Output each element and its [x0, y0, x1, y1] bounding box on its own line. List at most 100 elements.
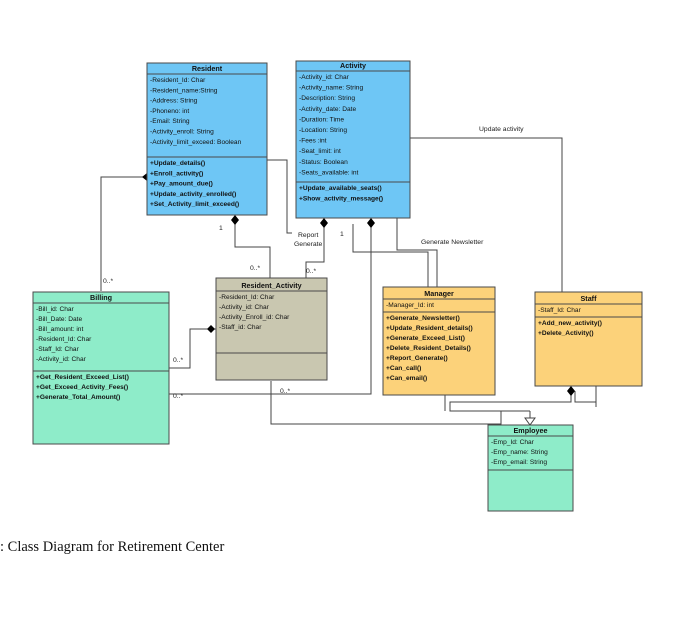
class-name: Resident [192, 64, 223, 73]
generalization-arrow [524, 417, 536, 426]
class-attribute: -Email: String [150, 118, 190, 125]
class-name: Manager [424, 289, 454, 298]
connector-labels: Update activity Report Generate Generate… [103, 126, 524, 400]
line-billing-resact [169, 328, 216, 369]
class-attribute: -Address: String [150, 98, 198, 105]
mult-ra-bottom: 0..* [280, 388, 291, 395]
class-attribute: -Seat_limit: int [299, 148, 341, 155]
class-box-frame [146, 62, 268, 216]
class-box-frame [534, 291, 643, 387]
class-attribute: -Emp_email: String [491, 459, 547, 466]
mult-res-act-many: 0..* [250, 265, 261, 272]
aggregation-diamond-resident-resact [231, 215, 239, 225]
class-name: Activity [340, 61, 366, 70]
class-method: +Get_Resident_Exceed_List() [36, 374, 129, 381]
class-attribute: -Resident_Id: Char [36, 336, 92, 343]
label-update-activity: Update activity [479, 126, 524, 133]
class-method: +Can_email() [386, 375, 427, 382]
aggregation-diamond-activity-resact [320, 218, 328, 228]
class-attribute: -Activity_limit_exceed: Boolean [150, 139, 242, 146]
class-attribute: -Resident_name:String [150, 87, 218, 94]
class-attribute: -Staff_Id: Char [36, 346, 80, 353]
mult-act-one: 1 [340, 231, 344, 238]
class-method: +Pay_amount_due() [150, 181, 213, 188]
line-staff-employee [449, 391, 572, 412]
mult-bill-ra-left: 0..* [173, 357, 184, 364]
class-method: +Update_available_seats() [299, 185, 382, 192]
class-box-resident: Resident -Resident_Id: Char -Resident_name… [146, 62, 268, 216]
class-attribute: -Manager_Id: int [386, 302, 434, 309]
line-resident-resact [234, 220, 271, 278]
class-attribute: -Fees :int [299, 138, 327, 145]
line-activity-manager-report [352, 224, 429, 287]
class-box-resident-activity: Resident_Activity -Resident_Id: Char -Acti… [215, 277, 328, 381]
class-box-staff: Staff -Staff_Id: Char +Add_new_activity() +… [534, 291, 643, 387]
class-method: +Update_Resident_details() [386, 325, 473, 332]
class-method: +Show_activity_message() [299, 196, 383, 203]
class-boxes: Resident -Resident_Id: Char -Resident_name… [32, 60, 643, 512]
class-method: +Generate_Newsletter() [386, 315, 460, 322]
class-attribute: -Staff_Id: Char [538, 307, 582, 314]
class-name: Staff [581, 294, 598, 303]
class-attribute: -Emp_Id: Char [491, 439, 535, 446]
class-attribute: -Bill_amount: int [36, 326, 83, 333]
class-attribute: -Activity_id: Char [219, 304, 270, 311]
class-attribute: -Bill_id: Char [36, 306, 75, 313]
mult-res-bill-many: 0..* [103, 278, 114, 285]
class-attribute: -Emp_name: String [491, 449, 548, 456]
label-report: Report [298, 232, 319, 239]
class-attribute: -Status: Boolean [299, 159, 348, 166]
class-attribute: -Staff_id: Char [219, 324, 262, 331]
mult-act-many: 0..* [306, 268, 317, 275]
class-name: Employee [514, 426, 548, 435]
class-method: +Add_new_activity() [538, 320, 602, 327]
class-box-employee: Employee -Emp_Id: Char -Emp_name: String -E… [487, 424, 574, 512]
class-attribute: -Activity_enroll: String [150, 129, 214, 136]
class-attribute: -Activity_date: Date [299, 106, 357, 113]
class-method: +Update_details() [150, 160, 205, 167]
class-name: Billing [90, 293, 112, 302]
class-name: Resident_Activity [241, 281, 301, 290]
class-attribute: -Duration: Time [299, 116, 344, 123]
line-staff-right [574, 386, 597, 407]
aggregation-diamond-staff [567, 386, 575, 396]
class-box-frame [215, 277, 328, 381]
class-box-frame [382, 286, 496, 396]
class-attribute: -Resident_Id: Char [219, 294, 275, 301]
class-method: +Get_Exceed_Activity_Fees() [36, 384, 128, 391]
mult-bill-ra-bottom: 0..* [173, 393, 184, 400]
class-attribute: -Activity_id: Char [36, 356, 87, 363]
class-method: +Delete_Resident_Details() [386, 345, 471, 352]
class-box-activity: Activity -Activity_id: Char -Activity_name… [295, 60, 411, 219]
line-activity-billing [165, 224, 372, 395]
line-activity-manager-newsletter [396, 216, 438, 287]
class-method: +Enroll_activity() [150, 170, 203, 177]
class-box-frame [32, 291, 170, 445]
class-attribute: -Description: String [299, 95, 355, 102]
line-activity-resact [305, 222, 325, 278]
line-resident-billing [100, 176, 147, 291]
class-method: +Generate_Exceed_List() [386, 335, 465, 342]
class-box-manager: Manager -Manager_Id: int +Generate_Newslet… [382, 286, 496, 396]
class-attribute: -Seats_available: int [299, 169, 359, 176]
label-generate: Generate [294, 241, 323, 248]
class-attribute: -Location: String [299, 127, 347, 134]
class-attribute: -Phoneno: int [150, 108, 189, 115]
class-method: +Update_activity_enrolled() [150, 191, 236, 198]
class-attribute: -Activity_name: String [299, 85, 363, 92]
association-lines [100, 137, 597, 425]
figure-caption: : Class Diagram for Retirement Center [0, 539, 225, 555]
class-method: +Generate_Total_Amount() [36, 394, 120, 401]
class-method: +Delete_Activity() [538, 330, 594, 337]
class-box-frame [295, 60, 411, 219]
class-box-frame [487, 424, 574, 512]
class-box-billing: Billing -Bill_id: Char -Bill_Date: Date -Bi… [32, 291, 170, 445]
mult-res-act-one: 1 [219, 225, 223, 232]
class-attribute: -Activity_id: Char [299, 74, 350, 81]
class-method: +Can_call() [386, 365, 421, 372]
aggregation-diamond-resact-billing [207, 325, 215, 333]
class-attribute: -Resident_Id: Char [150, 77, 206, 84]
line-resident-activity [266, 159, 292, 234]
class-attribute: -Bill_Date: Date [36, 316, 83, 323]
